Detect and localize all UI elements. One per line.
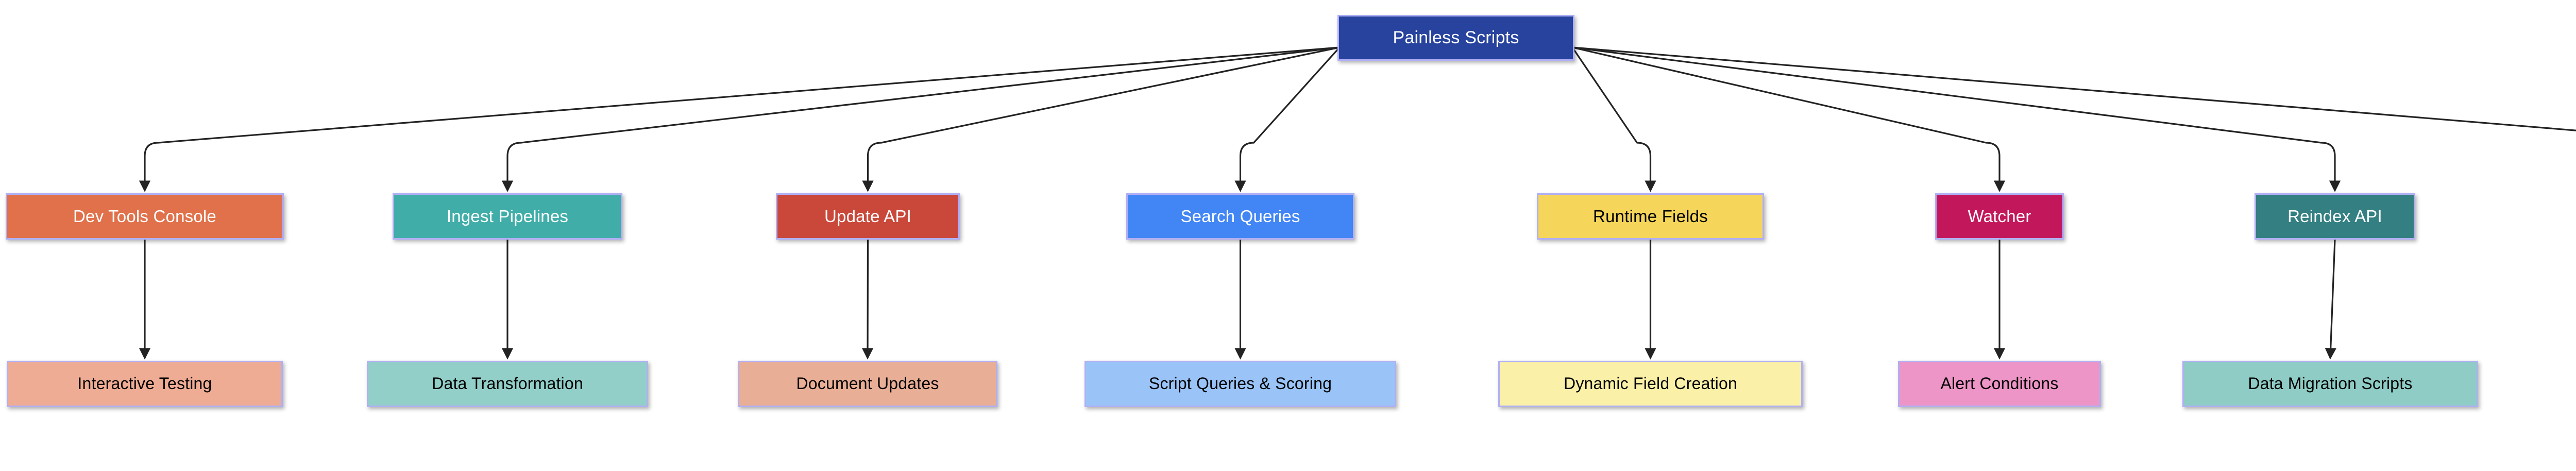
- node-root-painless-scripts[interactable]: Painless Scripts: [1337, 15, 1574, 61]
- node-root-label: Painless Scripts: [1393, 27, 1519, 47]
- node-leaf-data-transformation[interactable]: Data Transformation: [367, 361, 648, 407]
- node-branch-dev-tools-console[interactable]: Dev Tools Console: [6, 193, 284, 240]
- node-leaf-label: Dynamic Field Creation: [1564, 374, 1737, 393]
- node-branch-label: Dev Tools Console: [73, 206, 216, 226]
- node-branch-reindex-api[interactable]: Reindex API: [2255, 193, 2415, 240]
- node-leaf-document-updates[interactable]: Document Updates: [738, 361, 997, 407]
- node-branch-update-api[interactable]: Update API: [776, 193, 960, 240]
- node-leaf-label: Alert Conditions: [1940, 374, 2059, 393]
- node-leaf-interactive-testing[interactable]: Interactive Testing: [7, 361, 283, 407]
- node-leaf-label: Document Updates: [796, 374, 939, 393]
- node-leaf-label: Data Migration Scripts: [2248, 374, 2413, 393]
- node-leaf-alert-conditions[interactable]: Alert Conditions: [1898, 361, 2101, 407]
- node-branch-label: Runtime Fields: [1593, 206, 1708, 226]
- node-branch-label: Ingest Pipelines: [446, 206, 569, 226]
- node-branch-search-queries[interactable]: Search Queries: [1126, 193, 1354, 240]
- node-leaf-data-migration-scripts[interactable]: Data Migration Scripts: [2182, 361, 2478, 407]
- node-leaf-label: Data Transformation: [432, 374, 583, 393]
- node-branch-label: Update API: [824, 206, 911, 226]
- node-leaf-label: Script Queries & Scoring: [1148, 374, 1332, 393]
- node-branch-ingest-pipelines[interactable]: Ingest Pipelines: [393, 193, 622, 240]
- node-branch-label: Search Queries: [1180, 206, 1300, 226]
- node-branch-label: Reindex API: [2287, 206, 2382, 226]
- node-branch-runtime-fields[interactable]: Runtime Fields: [1537, 193, 1764, 240]
- node-leaf-script-queries-scoring[interactable]: Script Queries & Scoring: [1084, 361, 1396, 407]
- node-leaf-label: Interactive Testing: [77, 374, 212, 393]
- node-branch-watcher[interactable]: Watcher: [1935, 193, 2064, 240]
- node-leaf-dynamic-field-creation[interactable]: Dynamic Field Creation: [1498, 361, 1803, 407]
- node-branch-label: Watcher: [1968, 206, 2031, 226]
